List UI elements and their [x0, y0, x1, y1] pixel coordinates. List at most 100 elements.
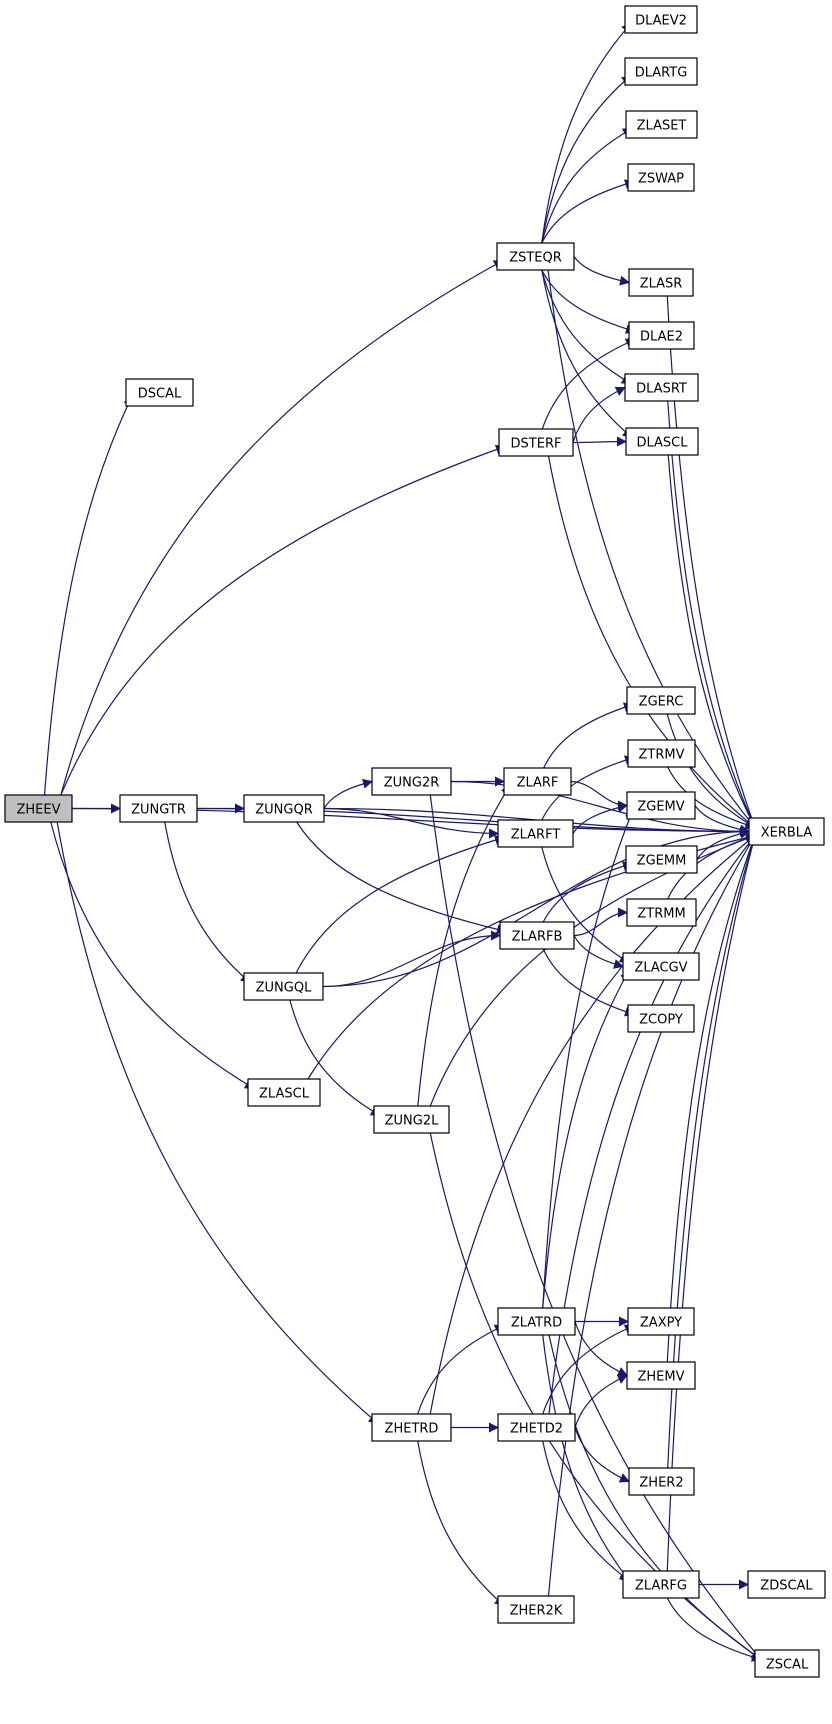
- node-dlaev2[interactable]: DLAEV2: [624, 5, 698, 34]
- node-zungqr[interactable]: ZUNGQR: [243, 794, 325, 823]
- node-box-zher2k[interactable]: [497, 1595, 575, 1624]
- edge-zungqr-zung2r: [323, 778, 373, 809]
- node-box-zhetd2[interactable]: [497, 1413, 576, 1442]
- node-box-zswap[interactable]: [627, 163, 695, 192]
- node-box-zlarfg[interactable]: [622, 1570, 700, 1599]
- node-box-dlascl[interactable]: [625, 427, 699, 456]
- node-box-ztrmm[interactable]: [626, 898, 697, 927]
- node-box-dscal[interactable]: [125, 378, 194, 407]
- node-zlascl[interactable]: ZLASCL: [247, 1078, 321, 1107]
- edge-zlarf-zgerc: [543, 702, 634, 769]
- node-dlasrt[interactable]: DLASRT: [624, 373, 699, 402]
- node-box-dlae2[interactable]: [628, 321, 695, 350]
- edge-zher2k-xerbla: [547, 834, 756, 1597]
- node-box-dlasrt[interactable]: [624, 373, 699, 402]
- node-box-zlaset[interactable]: [625, 110, 698, 139]
- node-zungtr[interactable]: ZUNGTR: [119, 794, 198, 823]
- node-zlarfg[interactable]: ZLARFG: [622, 1570, 700, 1599]
- node-box-zcopy[interactable]: [627, 1004, 695, 1033]
- node-zhetrd[interactable]: ZHETRD: [371, 1413, 452, 1442]
- node-zdscal[interactable]: ZDSCAL: [747, 1570, 826, 1599]
- node-box-zdscal[interactable]: [747, 1570, 826, 1599]
- node-box-zlarfb[interactable]: [499, 921, 575, 950]
- node-zaxpy[interactable]: ZAXPY: [627, 1307, 695, 1336]
- node-dlartg[interactable]: DLARTG: [624, 57, 698, 86]
- node-zlaset[interactable]: ZLASET: [625, 110, 698, 139]
- node-box-zsteqr[interactable]: [496, 242, 575, 271]
- node-box-zgerc[interactable]: [626, 686, 696, 715]
- node-box-zheev[interactable]: [4, 794, 73, 823]
- edge-zhetd2-zlarfg: [542, 1440, 630, 1582]
- node-label-dscal: DSCAL: [138, 387, 182, 402]
- edge-zsteqr-dlae2: [541, 269, 636, 334]
- node-zlarf[interactable]: ZLARF: [503, 767, 572, 796]
- node-box-zlatrd[interactable]: [497, 1307, 576, 1336]
- edge-zsteqr-zswap: [541, 179, 635, 244]
- node-box-zher2[interactable]: [628, 1467, 695, 1496]
- node-zung2l[interactable]: ZUNG2L: [373, 1105, 450, 1134]
- node-zswap[interactable]: ZSWAP: [627, 163, 695, 192]
- node-zher2[interactable]: ZHER2: [628, 1467, 695, 1496]
- node-zsteqr[interactable]: ZSTEQR: [496, 242, 575, 271]
- node-ztrmv[interactable]: ZTRMV: [627, 739, 696, 768]
- node-zlatrd[interactable]: ZLATRD: [497, 1307, 576, 1336]
- node-zgemm[interactable]: ZGEMM: [625, 845, 698, 874]
- node-label-zlascl: ZLASCL: [259, 1087, 310, 1102]
- node-box-zlasr[interactable]: [628, 268, 694, 297]
- node-box-zung2l[interactable]: [373, 1105, 450, 1134]
- node-box-zaxpy[interactable]: [627, 1307, 695, 1336]
- node-zgerc[interactable]: ZGERC: [626, 686, 696, 715]
- node-box-zlarf[interactable]: [503, 767, 572, 796]
- node-box-ztrmv[interactable]: [627, 739, 696, 768]
- node-zheev[interactable]: ZHEEV: [4, 794, 73, 823]
- node-zgemv[interactable]: ZGEMV: [626, 791, 696, 820]
- node-box-zgemv[interactable]: [626, 791, 696, 820]
- node-dlascl[interactable]: DLASCL: [625, 427, 699, 456]
- node-label-zlasr: ZLASR: [640, 277, 683, 292]
- node-dscal[interactable]: DSCAL: [125, 378, 194, 407]
- edge-zsteqr-dlartg: [541, 74, 632, 244]
- node-zscal[interactable]: ZSCAL: [754, 1649, 820, 1678]
- node-label-zungqr: ZUNGQR: [255, 803, 312, 818]
- node-zlarft[interactable]: ZLARFT: [497, 819, 574, 848]
- node-zung2r[interactable]: ZUNG2R: [371, 767, 452, 796]
- node-box-zlascl[interactable]: [247, 1078, 321, 1107]
- node-label-zlarfb: ZLARFB: [512, 930, 563, 945]
- node-zlarfb[interactable]: ZLARFB: [499, 921, 575, 950]
- node-ztrmm[interactable]: ZTRMM: [626, 898, 697, 927]
- node-box-zgemm[interactable]: [625, 845, 698, 874]
- node-box-zung2r[interactable]: [371, 767, 452, 796]
- node-label-xerbla: XERBLA: [761, 826, 813, 841]
- edge-zheev-zlascl: [50, 821, 255, 1090]
- node-label-zlarf: ZLARF: [517, 776, 559, 791]
- edge-zsteqr-dlascl: [541, 269, 633, 439]
- node-box-zungql[interactable]: [243, 972, 324, 1001]
- node-dlae2[interactable]: DLAE2: [628, 321, 695, 350]
- node-box-zlarft[interactable]: [497, 819, 574, 848]
- node-box-zungqr[interactable]: [243, 794, 325, 823]
- node-zlacgv[interactable]: ZLACGV: [622, 952, 700, 981]
- edge-zsteqr-xerbla: [547, 269, 756, 829]
- node-zher2k[interactable]: ZHER2K: [497, 1595, 575, 1624]
- node-box-zhemv[interactable]: [626, 1361, 696, 1390]
- node-box-zhetrd[interactable]: [371, 1413, 452, 1442]
- node-zhetd2[interactable]: ZHETD2: [497, 1413, 576, 1442]
- node-box-zlacgv[interactable]: [622, 952, 700, 981]
- node-box-zungtr[interactable]: [119, 794, 198, 823]
- node-dsterf[interactable]: DSTERF: [498, 428, 574, 457]
- node-zlasr[interactable]: ZLASR: [628, 268, 694, 297]
- node-box-dlartg[interactable]: [624, 57, 698, 86]
- node-box-xerbla[interactable]: [748, 817, 825, 846]
- node-zhemv[interactable]: ZHEMV: [626, 1361, 696, 1390]
- node-zcopy[interactable]: ZCOPY: [627, 1004, 695, 1033]
- node-box-dsterf[interactable]: [498, 428, 574, 457]
- node-box-dlaev2[interactable]: [624, 5, 698, 34]
- node-label-zswap: ZSWAP: [638, 172, 684, 187]
- edge-layer: [43, 22, 762, 1662]
- node-label-zhemv: ZHEMV: [637, 1370, 684, 1385]
- node-label-dsterf: DSTERF: [511, 437, 562, 452]
- node-xerbla[interactable]: XERBLA: [748, 817, 825, 846]
- node-zungql[interactable]: ZUNGQL: [243, 972, 324, 1001]
- node-box-zscal[interactable]: [754, 1649, 820, 1678]
